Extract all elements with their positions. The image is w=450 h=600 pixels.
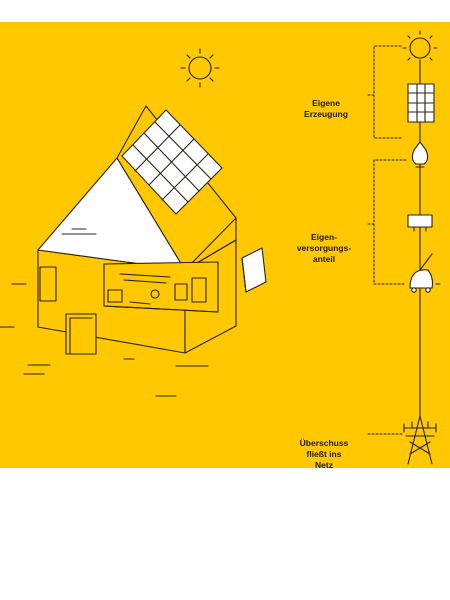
appliance-icon: [407, 214, 433, 232]
vacuum-cleaner-icon: [409, 253, 441, 293]
energy-flow-diagram: [367, 30, 441, 465]
house-interior-cutaway: [103, 261, 219, 313]
solar-panel-icon: [407, 83, 435, 123]
flow-sun-icon: [402, 30, 438, 61]
light-bulb-icon: [411, 141, 429, 168]
solar-house-illustration: [0, 22, 450, 468]
house: [37, 105, 267, 355]
label-self-supply-share: Eigen- versorgungs- anteil: [296, 232, 352, 264]
inverter-icon: [241, 247, 267, 293]
sun-icon: [180, 48, 220, 88]
label-connectors: [367, 45, 407, 435]
illustration-panel: Eigene Erzeugung Eigen- versorgungs- ant…: [0, 22, 450, 470]
ground-lines: [0, 283, 209, 397]
roof-solar-panel: [121, 109, 223, 215]
house-window: [39, 266, 57, 302]
power-pylon-icon: [403, 415, 437, 465]
label-grid-feed-in: Überschuss fließt ins Netz: [299, 438, 349, 470]
house-door: [65, 313, 97, 355]
label-own-generation: Eigene Erzeugung: [304, 98, 348, 119]
